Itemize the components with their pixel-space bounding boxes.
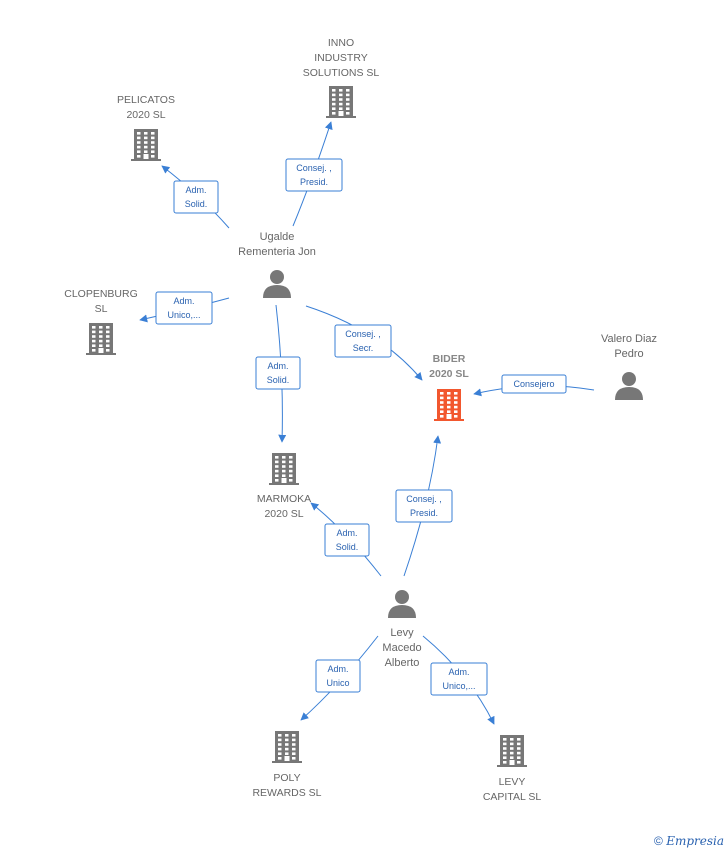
edge-ugalde-to-marmoka: Adm. Solid. <box>255 304 301 443</box>
edge-role-label[interactable]: Adm. Solid. <box>173 180 219 214</box>
node-bider[interactable]: BIDER 2020 SL <box>429 353 469 421</box>
edge-role-label[interactable]: Consej. , Presid. <box>285 158 343 192</box>
edge-role-text: Consejero <box>513 379 554 389</box>
edge-role-text: Unico <box>326 678 349 688</box>
edge-role-text: Adm. <box>185 185 206 195</box>
building-icon <box>326 86 356 118</box>
node-label-line: LEVY <box>499 776 526 788</box>
footer-brand: © Empresia <box>654 834 724 848</box>
edge-role-text: Consej. , <box>345 329 381 339</box>
node-label-line: POLY <box>273 772 300 784</box>
edge-role-text: Solid. <box>336 542 359 552</box>
node-label-line: MARMOKA <box>257 493 311 505</box>
node-label-line: SOLUTIONS SL <box>303 67 380 79</box>
edge-role-label[interactable]: Consej. , Secr. <box>334 324 392 358</box>
edge-ugalde-to-clopenburg: Adm. Unico,... <box>139 291 230 325</box>
edge-role-text: Adm. <box>327 664 348 674</box>
nodes-layer: INNO INDUSTRY SOLUTIONS SL PELICATOS 2020 SL… <box>64 37 657 803</box>
node-levycap[interactable]: LEVY CAPITAL SL <box>483 735 542 803</box>
edge-role-text: Presid. <box>300 177 328 187</box>
edge-role-text: Adm. <box>448 667 469 677</box>
node-label-line: BIDER <box>433 353 466 365</box>
node-label-line: Valero Diaz <box>601 333 657 345</box>
node-label-line: REWARDS SL <box>252 787 321 799</box>
edge-role-label[interactable]: Consej. , Presid. <box>395 489 453 523</box>
node-inno[interactable]: INNO INDUSTRY SOLUTIONS SL <box>303 37 380 118</box>
edge-valero-to-bider: Consejero <box>473 374 595 397</box>
edge-role-text: Unico,... <box>442 681 475 691</box>
building-icon <box>131 129 161 161</box>
edge-role-label[interactable]: Adm. Solid. <box>324 523 370 557</box>
building-icon <box>86 323 116 355</box>
node-poly[interactable]: POLY REWARDS SL <box>252 731 322 799</box>
edges-layer: Consej. , Presid. Adm. Solid. Adm. Unico,... C… <box>139 121 595 725</box>
building-icon <box>434 389 464 421</box>
node-label-line: Macedo <box>382 642 421 654</box>
building-icon <box>497 735 527 767</box>
node-label-line: Alberto <box>385 657 420 669</box>
edge-role-text: Secr. <box>353 343 374 353</box>
edge-role-text: Presid. <box>410 508 438 518</box>
edge-levy-to-marmoka: Adm. Solid. <box>310 502 382 577</box>
edge-role-label[interactable]: Adm. Unico <box>315 659 361 693</box>
building-icon <box>269 453 299 485</box>
person-icon <box>263 270 291 298</box>
edge-role-text: Consej. , <box>296 163 332 173</box>
node-label-line: Levy <box>390 627 414 639</box>
edge-levy-to-levycap: Adm. Unico,... <box>422 635 495 725</box>
edge-role-text: Unico,... <box>167 310 200 320</box>
building-icon <box>272 731 302 763</box>
node-label-line: INDUSTRY <box>314 52 367 64</box>
node-label-line: 2020 SL <box>429 368 469 380</box>
edge-role-text: Solid. <box>267 375 290 385</box>
edge-role-label[interactable]: Consejero <box>501 374 567 394</box>
edge-ugalde-to-pelicatos: Adm. Solid. <box>161 165 230 229</box>
person-icon <box>615 372 643 400</box>
node-label-line: 2020 SL <box>126 109 165 121</box>
person-icon <box>388 590 416 618</box>
node-label-line: CLOPENBURG <box>64 288 138 300</box>
node-label-line: CAPITAL SL <box>483 791 542 803</box>
node-label-line: PELICATOS <box>117 94 175 106</box>
edge-role-label[interactable]: Adm. Unico,... <box>155 291 213 325</box>
node-pelicatos[interactable]: PELICATOS 2020 SL <box>117 94 175 161</box>
edge-ugalde-to-inno: Consej. , Presid. <box>285 121 343 227</box>
node-label-line: INNO <box>328 37 354 49</box>
node-label-line: Ugalde <box>260 231 295 243</box>
edge-role-text: Solid. <box>185 199 208 209</box>
edge-role-text: Adm. <box>173 296 194 306</box>
edge-levy-to-poly: Adm. Unico <box>300 635 379 721</box>
brand-name: Empresia <box>666 834 724 848</box>
node-label-line: Pedro <box>614 348 643 360</box>
node-label-line: SL <box>95 303 108 315</box>
node-label-line: Rementeria Jon <box>238 246 316 258</box>
node-label-line: 2020 SL <box>264 508 303 520</box>
edge-role-label[interactable]: Adm. Solid. <box>255 356 301 390</box>
edge-role-text: Adm. <box>267 361 288 371</box>
node-clopenburg[interactable]: CLOPENBURG SL <box>64 288 138 355</box>
edge-levy-to-bider: Consej. , Presid. <box>395 435 453 577</box>
edge-ugalde-to-bider: Consej. , Secr. <box>305 305 423 381</box>
edge-role-text: Consej. , <box>406 494 442 504</box>
copyright-symbol: © <box>654 834 663 848</box>
node-marmoka[interactable]: MARMOKA 2020 SL <box>257 453 311 520</box>
edge-role-text: Adm. <box>336 528 357 538</box>
edge-role-label[interactable]: Adm. Unico,... <box>430 662 488 696</box>
